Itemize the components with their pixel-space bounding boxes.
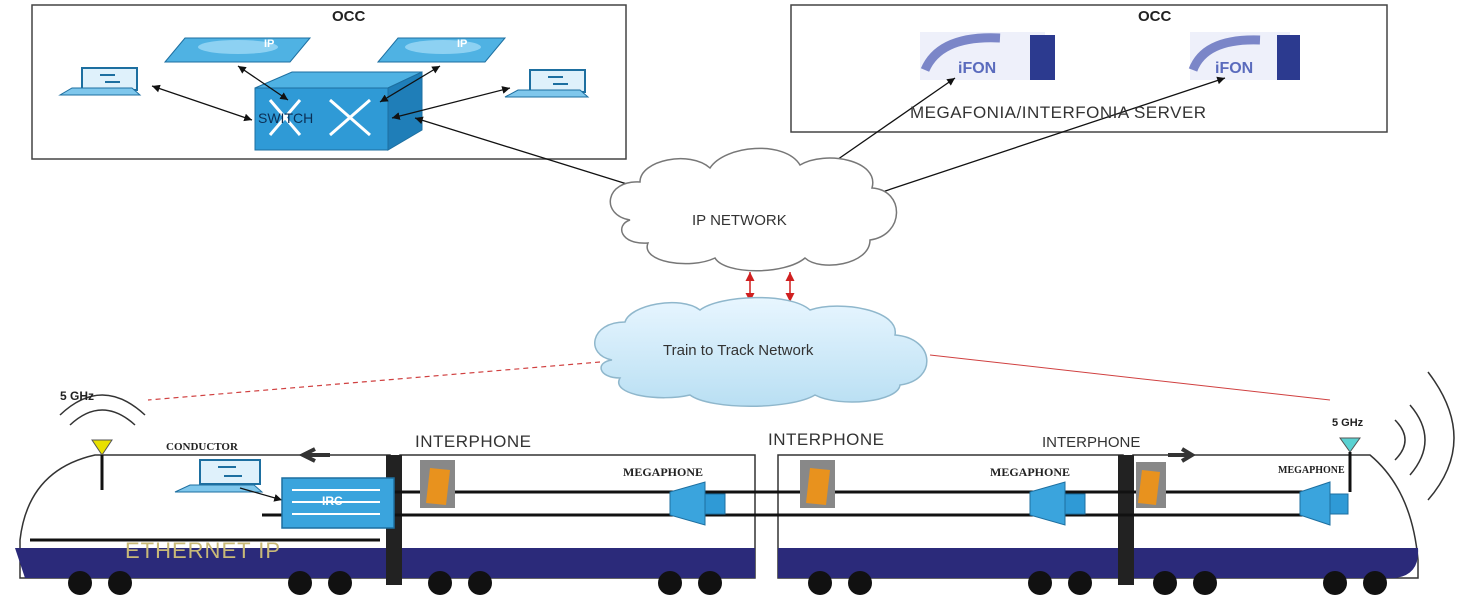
ip-phone-icon (163, 37, 312, 63)
switch-label: SWITCH (258, 110, 314, 126)
link-line (379, 65, 441, 103)
wireless-wave-icon (1427, 371, 1455, 501)
ifon-logo-icon (920, 32, 1055, 80)
router-label: IRC (322, 494, 343, 508)
link-line (239, 487, 283, 502)
link-line (151, 84, 253, 122)
direction-arrow-icon (298, 447, 330, 463)
link-line (391, 86, 511, 120)
antenna-right-label: 5 GHz (1332, 417, 1364, 429)
megaphone-label: MEGAPHONE (990, 465, 1070, 479)
server-label: MEGAFONIA/INTERFONIA SERVER (910, 103, 1207, 122)
megaphone-icon (1029, 481, 1086, 526)
interphone-icon (800, 460, 835, 508)
ifon-logo-icon (1188, 32, 1300, 80)
ifon-label: iFON (958, 60, 997, 77)
laptop-icon (58, 67, 142, 96)
ip-network-cloud (609, 147, 898, 272)
interphone-label: INTERPHONE (1042, 434, 1141, 451)
megaphone-label: MEGAPHONE (1278, 465, 1345, 476)
wireless-wave-icon (69, 409, 136, 426)
direction-arrow-icon (1168, 447, 1196, 463)
phone-label: IP (264, 38, 275, 50)
link-line (827, 76, 1226, 212)
link-line (237, 65, 289, 101)
conductor-laptop-icon (174, 459, 264, 493)
train-to-track-label: Train to Track Network (663, 342, 814, 359)
antenna-icon (91, 439, 113, 490)
wireless-link-line (147, 361, 601, 401)
megaphone-icon (669, 481, 726, 526)
interphone-icon (420, 460, 455, 508)
antenna-left-label: 5 GHz (60, 389, 95, 403)
wireless-link-line (929, 354, 1331, 401)
interphone-icon (1136, 462, 1166, 508)
megaphone-label: MEGAPHONE (623, 465, 703, 479)
occ-left-title: OCC (332, 8, 366, 25)
bus-label: ETHERNET IP (125, 538, 282, 563)
laptop-icon (504, 69, 590, 98)
wireless-wave-icon (1409, 404, 1426, 476)
ifon-label: iFON (1215, 60, 1254, 77)
train-wheels (68, 571, 1387, 595)
interphone-label: INTERPHONE (768, 430, 885, 449)
conductor-label: CONDUCTOR (166, 441, 238, 453)
occ-right-title: OCC (1138, 8, 1172, 25)
wireless-wave-icon (1394, 419, 1406, 461)
megaphone-icon (1299, 481, 1349, 526)
router-icon (281, 477, 395, 529)
ip-network-label: IP NETWORK (692, 212, 787, 229)
interphone-label: INTERPHONE (415, 432, 532, 451)
ip-phone-icon (376, 37, 507, 63)
phone-label: IP (457, 38, 468, 50)
train-to-track-cloud (594, 296, 928, 407)
wireless-wave-icon (59, 394, 146, 416)
antenna-icon (1339, 437, 1361, 492)
